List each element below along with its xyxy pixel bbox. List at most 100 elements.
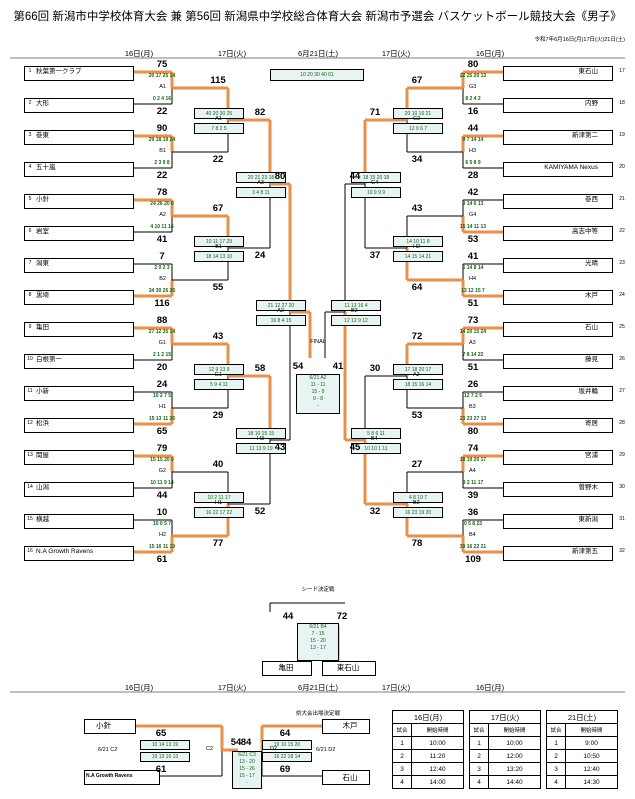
kenta-team3: 木戸 xyxy=(342,721,358,730)
schedule-cell: 11:20 xyxy=(411,749,464,763)
R-score-top: 74 xyxy=(467,443,479,454)
right-team-number: 29 xyxy=(619,452,625,458)
schedule-cell: 12:40 xyxy=(565,762,618,776)
kenta-d2-code: 6/21 D2 xyxy=(316,747,336,753)
left-team-number: 5 xyxy=(28,196,32,202)
L-game-id: G1 xyxy=(214,372,222,378)
kenta-c3-code: 6/21 C3 xyxy=(238,752,256,758)
R-periods-top: 9 7 14 14 xyxy=(462,137,484,143)
L-score-bottom: 44 xyxy=(156,490,168,501)
final-score-left: 54 xyxy=(292,361,304,372)
right-team-frame xyxy=(503,258,613,273)
R-periods-box-top: 20 10 16 21 xyxy=(393,108,443,119)
R-periods-box-top: 5 8 6 11 xyxy=(351,428,401,439)
R-game-id: H3 xyxy=(469,148,477,154)
kenta-d2-score-top: 64 xyxy=(279,728,291,739)
L-periods-box-top: 10 11 17 29 xyxy=(194,236,244,247)
left-team-name-12: 松浜 xyxy=(36,420,49,427)
L-score-bottom: 41 xyxy=(156,234,168,245)
left-team-frame xyxy=(24,418,134,433)
right-team-name-24: 木戸 xyxy=(585,292,598,299)
left-team-name-10: 白根第一 xyxy=(36,356,62,363)
kenta-team4: 石山 xyxy=(342,773,358,782)
R-periods-box-bottom: 12 12 9 12 xyxy=(331,315,381,326)
left-team-frame xyxy=(24,322,134,337)
header-day17-right-bottom: 17日(火) xyxy=(381,683,411,692)
R-score-top: 67 xyxy=(411,75,423,86)
header-day16-right-bottom: 16日(月) xyxy=(475,683,505,692)
right-team-frame xyxy=(503,322,613,337)
final-quarter-row: 11 - 11 xyxy=(310,382,326,388)
left-team-name-16: N.A Growth Ravens xyxy=(36,548,94,555)
schedule-col-header: 試合 xyxy=(469,723,489,737)
left-team-frame xyxy=(24,482,134,497)
right-team-name-31: 東新潟 xyxy=(578,516,599,523)
right-team-name-21: 巻西 xyxy=(585,196,598,203)
kenta-team1: 小針 xyxy=(96,721,111,730)
seed-team-right-frame xyxy=(322,661,376,676)
R-score-top: 72 xyxy=(411,331,423,342)
L-score-bottom: 77 xyxy=(212,538,224,549)
L-periods-top: 29 18 19 24 xyxy=(148,137,176,143)
schedule-cell: 2 xyxy=(392,749,412,763)
left-team-name-11: 小新 xyxy=(36,388,49,395)
header-day16-left-top: 16日(月) xyxy=(124,49,154,58)
kenta-c2-score-top: 65 xyxy=(155,728,167,739)
R-periods-top: 12 7 2 5 xyxy=(463,393,483,399)
left-team-name-7: 潟東 xyxy=(36,260,49,267)
kenta-label: 県大会出場決定戦 xyxy=(295,711,340,717)
L-periods-box-top: 21 12 27 20 xyxy=(256,300,306,311)
schedule-cell: 2 xyxy=(546,749,566,763)
seed-quarter-row: - xyxy=(317,652,319,658)
L-game-id: B1 xyxy=(159,148,166,154)
left-team-number: 1 xyxy=(28,68,32,74)
R-game-id: G3 xyxy=(469,84,477,90)
seed-quarter-row: 7 - 15 xyxy=(311,631,325,637)
L-periods-bottom: 10 11 9 14 xyxy=(150,480,174,486)
schedule-cell: 14:40 xyxy=(488,775,541,789)
schedule-cell: 3 xyxy=(546,762,566,776)
R-score-bottom: 16 xyxy=(467,106,479,117)
L-periods-bottom: 15 13 11 26 xyxy=(148,416,176,422)
R-periods-bottom: 7 8 14 22 xyxy=(462,352,484,358)
kenta-c2-code: 6/21 C2 xyxy=(98,747,118,753)
right-team-frame xyxy=(503,162,613,177)
left-team-number: 15 xyxy=(27,516,33,522)
final-code: 6/21 A2 xyxy=(309,375,327,381)
R-periods-box-bottom: 12 9 6 7 xyxy=(393,123,443,134)
schedule-col-header: 試合 xyxy=(392,723,412,737)
final-quarter-row: 9 - 8 xyxy=(312,396,323,402)
L-periods-box-bottom: 16 8 4 15 xyxy=(256,315,306,326)
schedule-cell: 4 xyxy=(469,775,489,789)
R-game-id: B3 xyxy=(469,404,476,410)
L-score-top: 75 xyxy=(156,59,168,70)
left-team-name-2: 大形 xyxy=(36,100,49,107)
right-team-frame xyxy=(503,354,613,369)
left-team-frame xyxy=(24,66,134,81)
L-periods-top: 27 12 35 14 xyxy=(148,329,176,335)
right-team-frame xyxy=(503,418,613,433)
L-periods-top: 15 15 20 9 xyxy=(150,457,174,463)
L-game-id: A2 xyxy=(277,308,284,314)
kenta-c3-score-right: 84 xyxy=(240,737,252,748)
left-team-name-14: 山潟 xyxy=(36,484,49,491)
kenta-d2-periods-top: 19 10 15 20 xyxy=(262,740,312,750)
right-team-frame xyxy=(503,386,613,401)
L-score-top: 78 xyxy=(156,187,168,198)
L-periods-bottom: 2 1 2 15 xyxy=(152,352,172,358)
right-team-frame xyxy=(503,290,613,305)
R-periods-top: 0 5 8 23 xyxy=(463,521,483,527)
L-periods-top: 10 2 7 5 xyxy=(152,393,172,399)
L-score-bottom: 116 xyxy=(154,298,170,309)
left-team-frame xyxy=(24,130,134,145)
left-team-frame xyxy=(24,514,134,529)
R-score-top: 42 xyxy=(467,187,479,198)
schedule-cell: 14:30 xyxy=(565,775,618,789)
schedule-day: 21日(土) xyxy=(546,710,618,724)
right-team-number: 22 xyxy=(619,228,625,234)
right-team-name-22: 高志中等 xyxy=(572,228,598,235)
R-periods-box-top: 14 10 11 8 xyxy=(393,236,443,247)
